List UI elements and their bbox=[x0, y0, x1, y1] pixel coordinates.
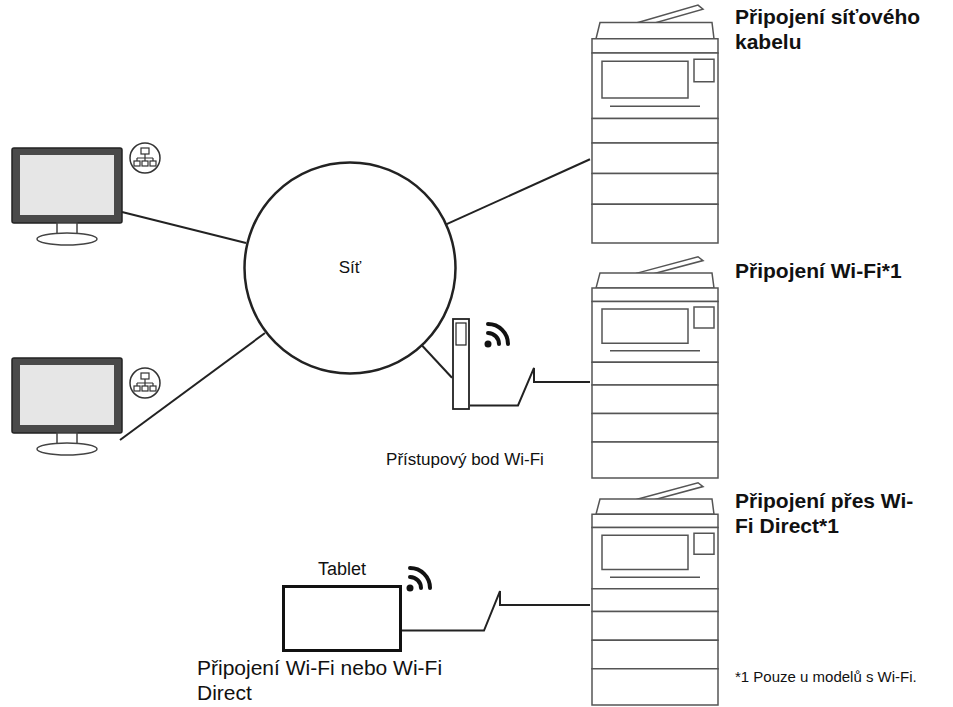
printer-part bbox=[602, 61, 688, 98]
icon-box bbox=[134, 386, 140, 391]
printer-part bbox=[694, 307, 714, 328]
icon-box bbox=[134, 161, 140, 166]
printer-part bbox=[694, 59, 714, 81]
printer-part bbox=[592, 589, 718, 612]
network-cable bbox=[422, 345, 452, 378]
network-icon bbox=[130, 143, 160, 173]
connection-heading: Připojení přes Wi-Fi Direct*1 bbox=[735, 488, 930, 538]
wireless-link bbox=[470, 368, 590, 405]
printer-part bbox=[602, 309, 688, 343]
printer-part bbox=[610, 105, 700, 107]
connection-heading: Připojení Wi-Fi*1 bbox=[735, 258, 930, 283]
signal-arc bbox=[410, 577, 421, 588]
icon-box bbox=[150, 386, 156, 391]
tablet-frame bbox=[284, 587, 401, 651]
printer-part bbox=[592, 442, 718, 478]
access-point: Přístupový bod Wi-Fi bbox=[370, 310, 560, 480]
printer-part bbox=[592, 640, 718, 669]
printer-part bbox=[596, 499, 714, 514]
monitor-base bbox=[37, 443, 97, 455]
tablet-device: TabletPřipojení Wi-Fi nebo Wi-Fi Direct bbox=[190, 555, 470, 707]
icon-box bbox=[142, 386, 148, 391]
printer-part bbox=[592, 385, 718, 414]
wifi-signal-icon bbox=[407, 568, 431, 592]
monitor-frame bbox=[12, 148, 122, 223]
icon-box bbox=[142, 161, 148, 166]
printer-part bbox=[592, 362, 718, 385]
printer-part bbox=[592, 204, 718, 243]
printer-part bbox=[592, 301, 718, 362]
printer-part bbox=[592, 612, 718, 641]
printer-illustration bbox=[590, 478, 720, 707]
network-icon bbox=[130, 368, 160, 398]
access-point-label: Přístupový bod Wi-Fi bbox=[370, 450, 560, 470]
monitor-base bbox=[37, 233, 97, 245]
signal-dot bbox=[485, 341, 492, 348]
printer-device: Připojení Wi-Fi*1 bbox=[590, 252, 950, 480]
printer-part bbox=[592, 174, 718, 205]
monitor-frame bbox=[12, 358, 122, 433]
tablet-label: Tablet bbox=[282, 559, 402, 581]
printer-part bbox=[592, 528, 718, 589]
printer-part bbox=[596, 273, 714, 288]
footnote: *1 Pouze u modelů s Wi-Fi. bbox=[735, 668, 920, 686]
signal-arc bbox=[488, 333, 499, 344]
signal-dot bbox=[407, 585, 414, 592]
printer-part bbox=[592, 143, 718, 174]
icon-box bbox=[141, 148, 149, 154]
network-cable bbox=[446, 159, 590, 224]
signal-arc bbox=[410, 568, 430, 588]
computer-monitor bbox=[12, 148, 122, 245]
computer-monitor bbox=[12, 358, 122, 455]
printer-part bbox=[694, 533, 714, 554]
printer-part bbox=[592, 53, 718, 118]
printer-part bbox=[596, 22, 714, 38]
monitor-screen bbox=[20, 155, 114, 215]
printer-part bbox=[602, 535, 688, 569]
icon-wires bbox=[137, 154, 153, 161]
printer-illustration bbox=[590, 0, 720, 245]
access-point-body bbox=[452, 318, 470, 410]
tablet-connection-note: Připojení Wi-Fi nebo Wi-Fi Direct bbox=[197, 655, 447, 705]
monitor-screen bbox=[20, 365, 114, 425]
tablet-outline bbox=[282, 585, 402, 652]
signal-arc bbox=[488, 324, 508, 344]
printer-device: Připojení síťového kabelu bbox=[590, 0, 950, 245]
printer-part bbox=[592, 414, 718, 443]
printer-part bbox=[592, 39, 718, 53]
network-cloud: Síť bbox=[243, 161, 457, 375]
icon-box bbox=[141, 373, 149, 379]
icon-circle bbox=[130, 368, 160, 398]
wireless-link bbox=[402, 591, 590, 630]
network-wire bbox=[120, 333, 265, 440]
icon-wires bbox=[137, 379, 153, 386]
icon-box bbox=[150, 161, 156, 166]
network-label: Síť bbox=[243, 258, 457, 278]
printer-part bbox=[610, 576, 700, 578]
connection-heading: Připojení síťového kabelu bbox=[735, 4, 930, 54]
wifi-signal-icon bbox=[485, 324, 509, 348]
printer-part bbox=[592, 514, 718, 527]
network-wire bbox=[122, 212, 246, 243]
access-point-case bbox=[453, 319, 469, 409]
printer-part bbox=[592, 118, 718, 143]
printer-part bbox=[592, 669, 718, 705]
access-point-panel bbox=[456, 323, 466, 345]
printer-part bbox=[610, 350, 700, 352]
printer-illustration bbox=[590, 252, 720, 480]
printer-part bbox=[592, 288, 718, 301]
icon-circle bbox=[130, 143, 160, 173]
